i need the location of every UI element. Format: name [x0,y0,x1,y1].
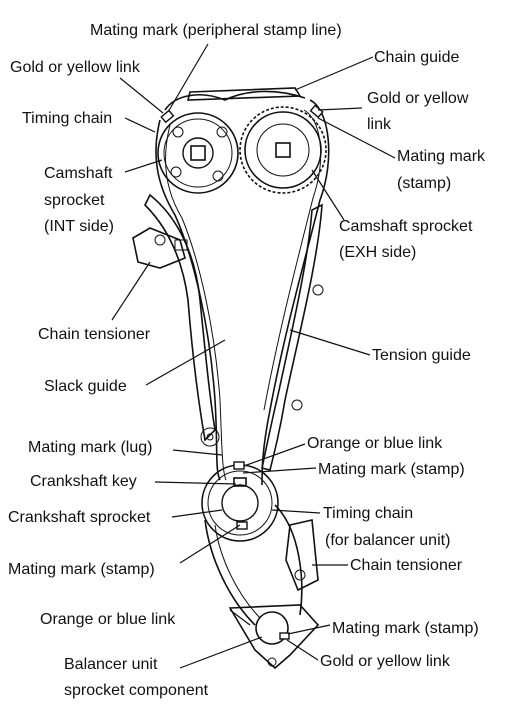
label-chain-guide: Chain guide [374,49,460,66]
label-mating-mark-stamp-crank: Mating mark (stamp) [318,461,465,478]
label-camshaft-int-2: sprocket [44,192,105,209]
label-crankshaft-key: Crankshaft key [30,473,137,490]
label-chain-tensioner-upper: Chain tensioner [38,326,151,343]
label-mating-mark-stamp-right-2: (stamp) [397,175,452,192]
label-balancer-unit-2: sprocket component [64,682,209,699]
label-orange-blue-link-upper: Orange or blue link [307,435,443,452]
label-gold-yellow-link-top-right-2: link [367,116,392,133]
leader-lines [111,43,396,669]
tension-guide [261,203,323,471]
camshaft-sprocket-int [157,112,239,194]
label-crankshaft-sprocket: Crankshaft sprocket [8,509,151,526]
label-slack-guide: Slack guide [44,378,127,395]
label-mating-mark-stamp-right-1: Mating mark [397,148,486,165]
label-camshaft-int-1: Camshaft [44,165,113,182]
label-mating-mark-peripheral: Mating mark (peripheral stamp line) [90,22,342,39]
label-tension-guide: Tension guide [372,347,471,364]
label-mating-mark-lug: Mating mark (lug) [28,439,153,456]
crankshaft-sprocket [201,464,279,542]
balancer-sprocket [228,604,320,670]
chain-tensioner-upper [132,227,188,269]
label-camshaft-exh-2: (EXH side) [339,244,417,261]
gold-link-top-right [309,104,324,119]
label-timing-chain: Timing chain [22,110,113,127]
label-timing-chain-balancer-1: Timing chain [323,505,414,522]
slack-guide [144,193,216,442]
chain-guide [186,87,302,101]
label-gold-yellow-link-bottom: Gold or yellow link [320,653,450,670]
label-timing-chain-balancer-2: (for balancer unit) [325,532,451,549]
label-gold-yellow-link-top-right-1: Gold or yellow [367,90,469,107]
orange-link-lower [236,521,248,530]
label-mating-mark-stamp-lower-left: Mating mark (stamp) [8,561,155,578]
chain-tensioner-lower [285,519,319,592]
camshaft-sprocket-exh [239,106,327,194]
label-balancer-unit-1: Balancer unit [64,656,158,673]
orange-link-upper [233,461,245,470]
label-chain-tensioner-lower: Chain tensioner [350,557,463,574]
label-mating-mark-stamp-lower-right: Mating mark (stamp) [332,620,479,637]
label-gold-yellow-link-top-left: Gold or yellow link [10,59,140,76]
gold-link-bottom [279,632,290,640]
timing-chain-loop [155,99,330,486]
label-camshaft-int-3: (INT side) [44,218,114,235]
label-orange-blue-link-lower: Orange or blue link [40,611,176,628]
label-camshaft-exh-1: Camshaft sprocket [339,218,473,235]
gold-link-top-left [160,109,175,124]
balancer-timing-chain [204,504,303,626]
